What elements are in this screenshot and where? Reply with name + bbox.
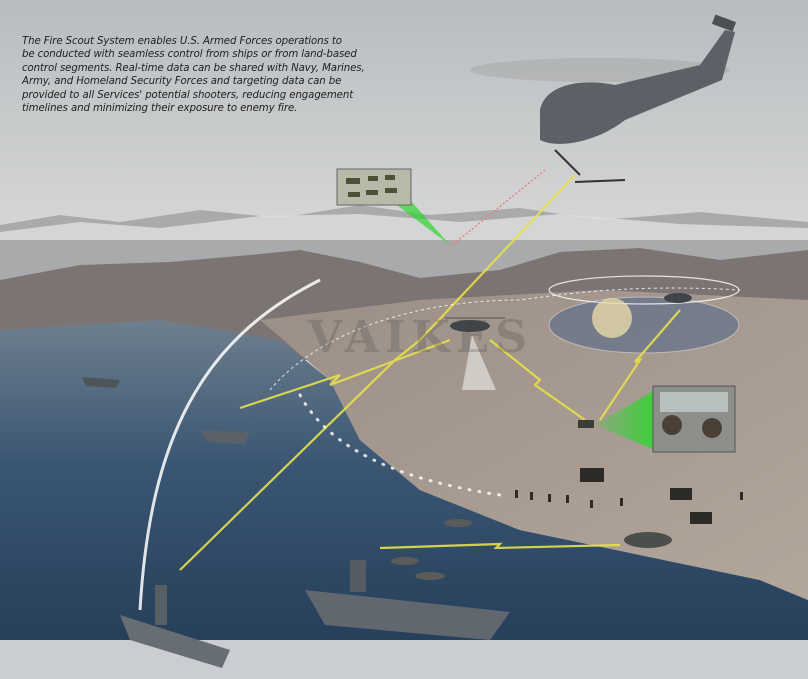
operator xyxy=(702,418,722,438)
engagement-zone xyxy=(548,296,740,354)
destroyer xyxy=(120,585,230,668)
control-screens xyxy=(660,392,728,412)
helicopter-over-zone xyxy=(664,293,692,303)
laser-designator xyxy=(449,169,546,248)
landing-helicopter xyxy=(624,532,672,548)
datalink-carrier-shore xyxy=(379,542,621,550)
vehicle-icons xyxy=(346,175,397,197)
explosion xyxy=(592,298,632,338)
caption-text: The Fire Scout System enables U.S. Armed… xyxy=(22,36,365,115)
targets-inset xyxy=(336,168,412,206)
watermark: VAIKES xyxy=(308,312,533,363)
operator xyxy=(662,415,682,435)
snow-ridge xyxy=(0,214,808,240)
ground-troops xyxy=(515,468,743,524)
missile-trail xyxy=(138,278,321,611)
sensor-beam-control xyxy=(595,390,655,450)
data-links xyxy=(179,174,681,571)
ground-vehicle xyxy=(578,420,594,428)
helicopter-flight-path xyxy=(269,287,741,391)
patrol-boat xyxy=(82,377,120,388)
amphibious-assault-ship xyxy=(305,560,510,640)
littoral-combat-ship xyxy=(200,430,250,444)
sensor-beam-targets xyxy=(390,200,450,245)
landing-craft-path xyxy=(298,393,502,497)
sea xyxy=(0,320,808,679)
fire-scout-helicopter xyxy=(470,14,737,183)
foreground-mist xyxy=(0,640,808,679)
datalink-helo-ship xyxy=(179,174,576,571)
landing-craft xyxy=(391,519,472,580)
datalink-ship-helo xyxy=(239,338,451,410)
land xyxy=(260,290,808,600)
scout-helicopter xyxy=(445,317,505,332)
helicopter-spotlight xyxy=(462,335,496,390)
datalink-helo-ground xyxy=(489,339,586,421)
datalink-control-zone xyxy=(599,309,681,421)
